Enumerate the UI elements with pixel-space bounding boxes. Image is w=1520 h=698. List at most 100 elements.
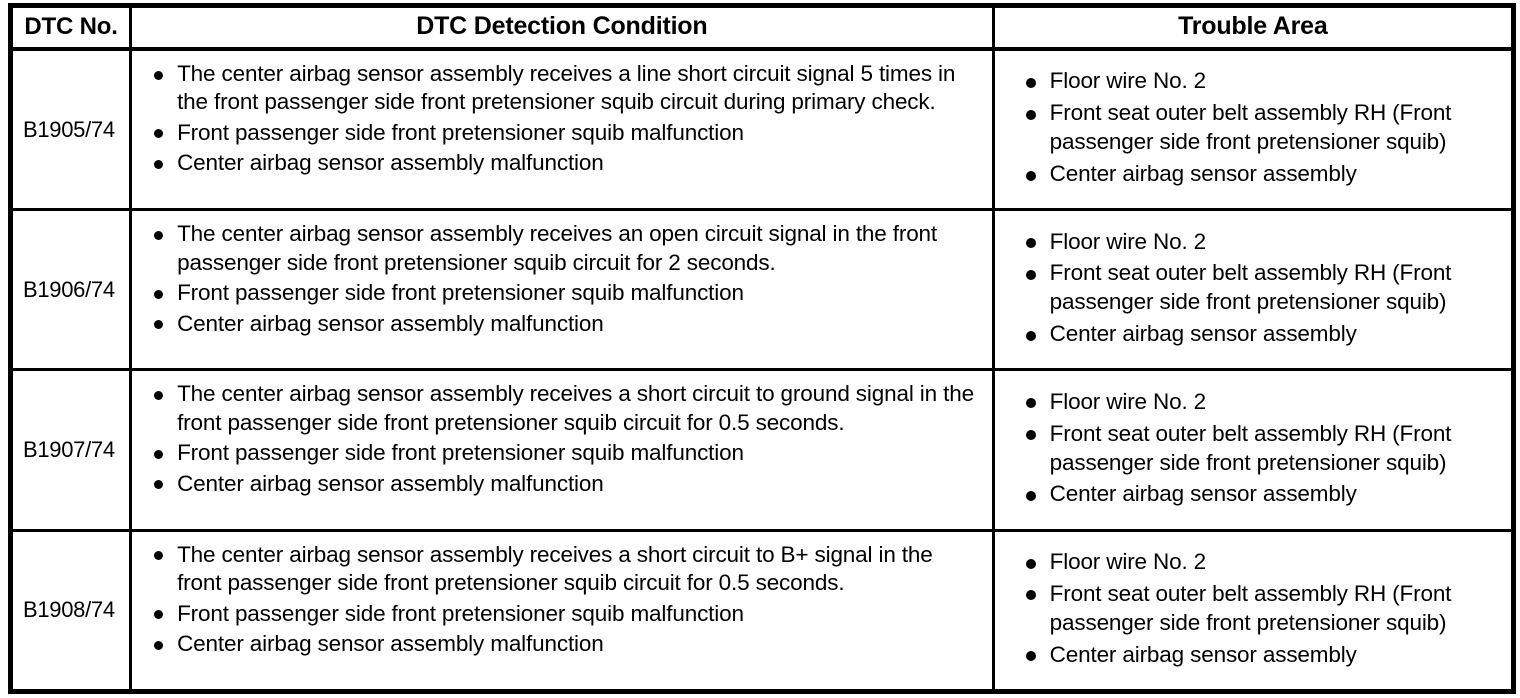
cell-detection-condition-list: The center airbag sensor assembly receiv… [146,60,978,178]
bullet-icon [1025,430,1036,441]
list-item-label: Center airbag sensor assembly [1049,161,1357,187]
cell-detection-condition: The center airbag sensor assembly receiv… [130,208,995,370]
list-item-label: Front seat outer belt assembly RH (Front… [1049,580,1452,635]
column-header-trouble-area: Trouble Area [993,5,1514,51]
bullet-icon [1025,398,1036,409]
list-item-label: Center airbag sensor assembly [1049,481,1357,507]
bullet-icon [1025,270,1036,281]
table-row: B1905/74 The center airbag sensor assembl… [10,49,1514,210]
bullet-icon [1025,491,1036,502]
cell-trouble-area: Floor wire No. 2 Front seat outer belt as… [993,368,1514,531]
bullet-icon [154,320,164,330]
list-item: Center airbag sensor assembly malfunctio… [146,310,978,338]
list-item: Front passenger side front pretensioner … [146,119,978,147]
cell-detection-condition-list: The center airbag sensor assembly receiv… [146,541,978,659]
bullet-icon [154,480,164,490]
list-item-label: Center airbag sensor assembly [1049,641,1357,667]
list-item-label: Front passenger side front pretensioner … [177,119,744,145]
list-item-label: Floor wire No. 2 [1049,68,1207,94]
list-item: The center airbag sensor assembly receiv… [146,541,978,598]
list-item-label: Center airbag sensor assembly malfunctio… [177,631,604,656]
list-item: Center airbag sensor assembly malfunctio… [146,470,978,498]
cell-detection-condition-list: The center airbag sensor assembly receiv… [146,380,978,498]
column-header-dtc-no: DTC No. [10,5,133,51]
list-item: Floor wire No. 2 [1017,228,1501,257]
cell-dtc-no: B1907/74 [10,368,133,531]
table-header: DTC No. DTC Detection Condition Trouble … [10,5,1514,51]
bullet-icon [154,230,164,240]
bullet-icon [1025,330,1036,341]
list-item: Front passenger side front pretensioner … [146,439,978,467]
list-item-label: The center airbag sensor assembly receiv… [177,61,956,115]
bullet-icon [154,449,164,459]
list-item: The center airbag sensor assembly receiv… [146,220,978,277]
table-row: B1907/74 The center airbag sensor assembl… [10,368,1514,531]
list-item-label: Center airbag sensor assembly [1049,321,1357,347]
bullet-icon [154,551,164,561]
bullet-icon [154,610,164,620]
list-item-label: Front seat outer belt assembly RH (Front… [1049,260,1452,315]
list-item: Floor wire No. 2 [1017,388,1501,417]
list-item: Center airbag sensor assembly [1017,160,1501,189]
list-item-label: Front passenger side front pretensioner … [177,280,744,306]
cell-detection-condition-list: The center airbag sensor assembly receiv… [146,220,978,338]
list-item: Front seat outer belt assembly RH (Front… [1017,420,1501,478]
cell-detection-condition: The center airbag sensor assembly receiv… [130,528,995,692]
list-item-label: Floor wire No. 2 [1049,549,1207,574]
bullet-icon [1025,170,1036,181]
bullet-icon [154,159,164,169]
list-item-label: The center airbag sensor assembly receiv… [177,381,974,435]
list-item: Front seat outer belt assembly RH (Front… [1017,580,1501,638]
header-row: DTC No. DTC Detection Condition Trouble … [10,5,1514,51]
column-header-detection-condition: DTC Detection Condition [130,5,995,51]
cell-detection-condition: The center airbag sensor assembly receiv… [130,49,995,210]
bullet-icon [154,289,164,299]
list-item: Center airbag sensor assembly malfunctio… [146,630,978,658]
list-item-label: Front passenger side front pretensioner … [177,600,744,626]
list-item-label: Center airbag sensor assembly malfunctio… [177,470,604,496]
bullet-icon [1025,651,1036,662]
list-item: Front passenger side front pretensioner … [146,279,978,307]
cell-trouble-area-list: Floor wire No. 2 Front seat outer belt as… [1017,388,1501,510]
list-item-label: The center airbag sensor assembly receiv… [177,541,933,596]
list-item-label: Front seat outer belt assembly RH (Front… [1049,420,1452,475]
cell-dtc-no: B1908/74 [10,528,133,692]
list-item: Front seat outer belt assembly RH (Front… [1017,259,1501,317]
cell-trouble-area-list: Floor wire No. 2 Front seat outer belt as… [1017,67,1501,189]
bullet-icon [1025,77,1036,88]
bullet-icon [1025,590,1036,601]
list-item: Center airbag sensor assembly [1017,480,1501,509]
list-item: Front seat outer belt assembly RH (Front… [1017,99,1501,157]
bullet-icon [1025,558,1036,569]
cell-trouble-area: Floor wire No. 2 Front seat outer belt as… [993,208,1514,370]
cell-detection-condition: The center airbag sensor assembly receiv… [130,368,995,531]
list-item: The center airbag sensor assembly receiv… [146,380,978,437]
list-item-label: Floor wire No. 2 [1049,388,1207,414]
list-item: Center airbag sensor assembly [1017,641,1501,670]
list-item-label: Front passenger side front pretensioner … [177,440,744,466]
cell-trouble-area-list: Floor wire No. 2 Front seat outer belt as… [1017,548,1501,670]
list-item-label: Center airbag sensor assembly malfunctio… [177,310,604,336]
cell-trouble-area: Floor wire No. 2 Front seat outer belt as… [993,49,1514,210]
list-item: The center airbag sensor assembly receiv… [146,60,978,117]
list-item: Center airbag sensor assembly [1017,320,1501,349]
list-item: Floor wire No. 2 [1017,67,1501,96]
list-item-label: Front seat outer belt assembly RH (Front… [1049,100,1452,155]
bullet-icon [154,70,164,80]
bullet-icon [1025,109,1036,120]
bullet-icon [154,640,164,650]
list-item: Front passenger side front pretensioner … [146,600,978,628]
cell-dtc-no: B1905/74 [10,49,133,210]
table-row: B1908/74 The center airbag sensor assembl… [10,528,1514,692]
cell-trouble-area: Floor wire No. 2 Front seat outer belt as… [993,528,1514,692]
cell-trouble-area-list: Floor wire No. 2 Front seat outer belt as… [1017,228,1501,350]
list-item-label: The center airbag sensor assembly receiv… [177,221,938,275]
bullet-icon [154,391,164,401]
list-item: Center airbag sensor assembly malfunctio… [146,149,978,177]
list-item-label: Floor wire No. 2 [1049,228,1207,254]
list-item-label: Center airbag sensor assembly malfunctio… [177,150,604,176]
bullet-icon [1025,238,1036,249]
